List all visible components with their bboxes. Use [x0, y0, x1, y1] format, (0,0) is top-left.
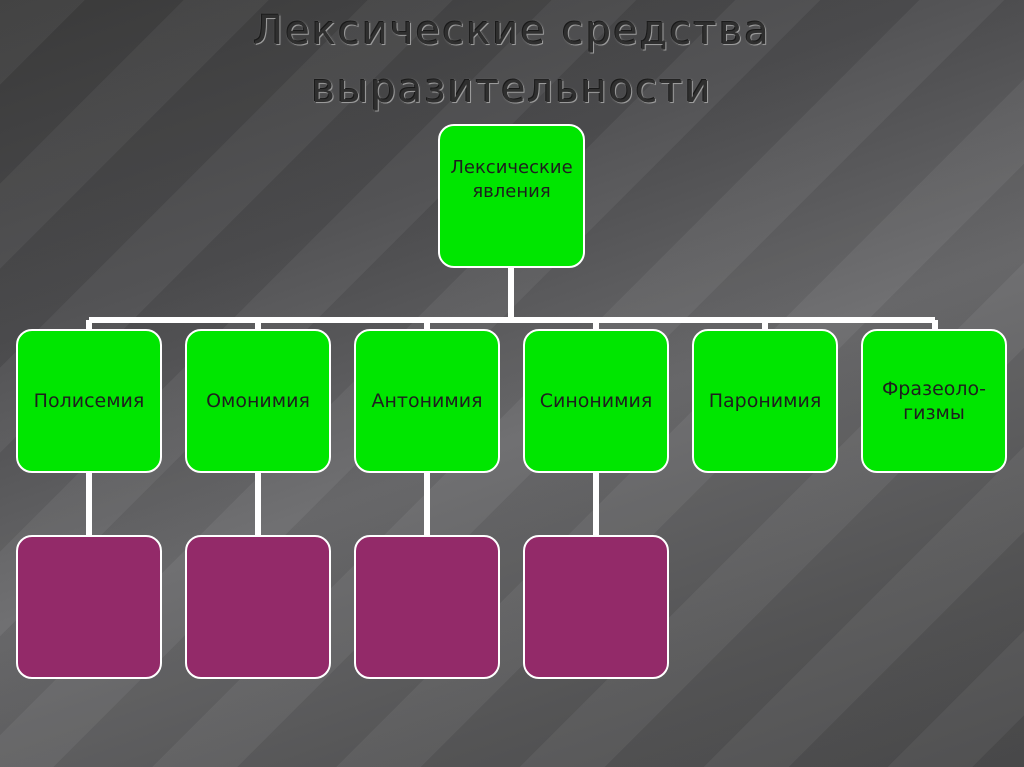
slide-title: Лексические средства выразительности: [0, 2, 1024, 118]
node-omonimiya-child-empty: [185, 535, 331, 679]
node-sinonimiya-child-empty: [523, 535, 669, 679]
node-antonimiya: Антонимия: [354, 329, 500, 473]
title-line-2: выразительности: [311, 66, 713, 112]
node-polisemiya: Полисемия: [16, 329, 162, 473]
node-frazeologizmy: Фразеоло-гизмы: [861, 329, 1007, 473]
title-line-1: Лексические средства: [253, 8, 771, 54]
node-paronimiya: Паронимия: [692, 329, 838, 473]
node-polisemiya-child-empty: [16, 535, 162, 679]
node-lexical-phenomena-label: Лексические явления: [450, 157, 573, 202]
node-sinonimiya-label: Синонимия: [539, 390, 653, 412]
node-paronimiya-label: Паронимия: [708, 390, 822, 412]
node-polisemiya-label: Полисемия: [33, 390, 145, 412]
node-sinonimiya: Синонимия: [523, 329, 669, 473]
node-frazeologizmy-label: Фразеоло-гизмы: [881, 378, 987, 424]
node-lexical-phenomena: Лексические явления: [438, 124, 585, 268]
node-antonimiya-child-empty: [354, 535, 500, 679]
node-omonimiya: Омонимия: [185, 329, 331, 473]
node-antonimiya-label: Антонимия: [371, 390, 483, 412]
node-omonimiya-label: Омонимия: [206, 390, 310, 412]
